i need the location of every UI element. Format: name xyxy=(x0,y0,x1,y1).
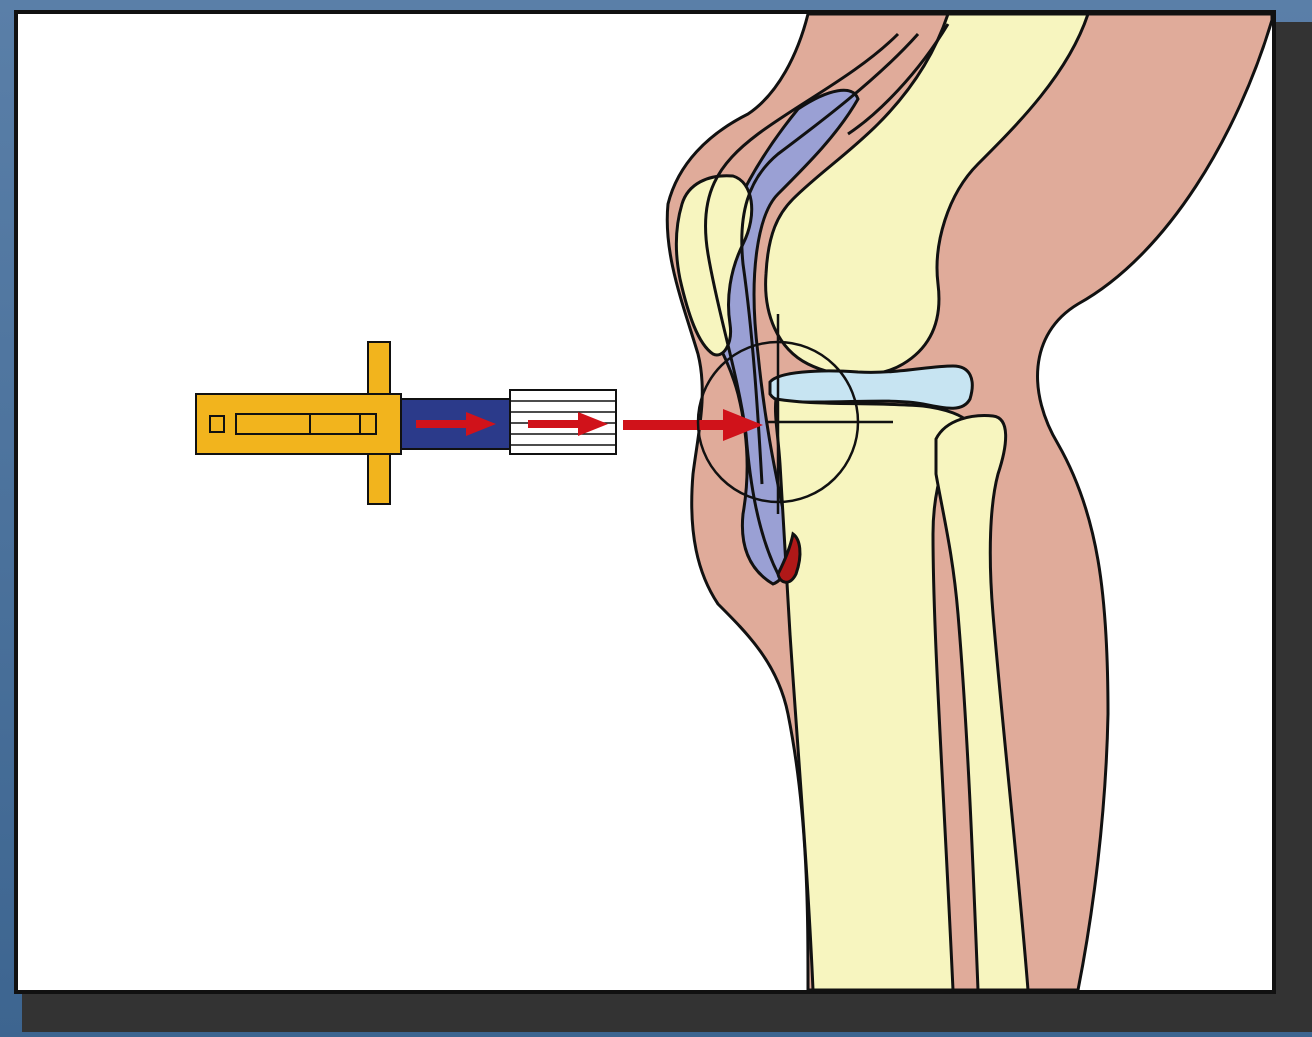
fibula xyxy=(934,414,1030,990)
blank-panel-bottom xyxy=(118,514,718,779)
syringe-body xyxy=(195,393,402,455)
tibia xyxy=(773,397,970,990)
blank-panel-top xyxy=(158,134,638,264)
arrow-right-icon xyxy=(416,412,496,436)
crosshair-target-icon xyxy=(696,314,893,514)
arrow-right-icon xyxy=(623,409,763,441)
knee-illustration xyxy=(195,14,1272,990)
femur xyxy=(764,14,1090,377)
illustration-frame xyxy=(14,10,1276,994)
syringe-icon xyxy=(195,341,617,505)
blank-panel-middle xyxy=(38,344,193,494)
patella xyxy=(674,174,754,357)
tendon-lines xyxy=(703,23,950,575)
syringe-slot xyxy=(235,413,377,435)
blood-mark xyxy=(776,531,802,584)
syringe-window xyxy=(309,413,361,435)
syringe-button xyxy=(209,415,225,433)
arrow-right-icon xyxy=(528,412,608,436)
